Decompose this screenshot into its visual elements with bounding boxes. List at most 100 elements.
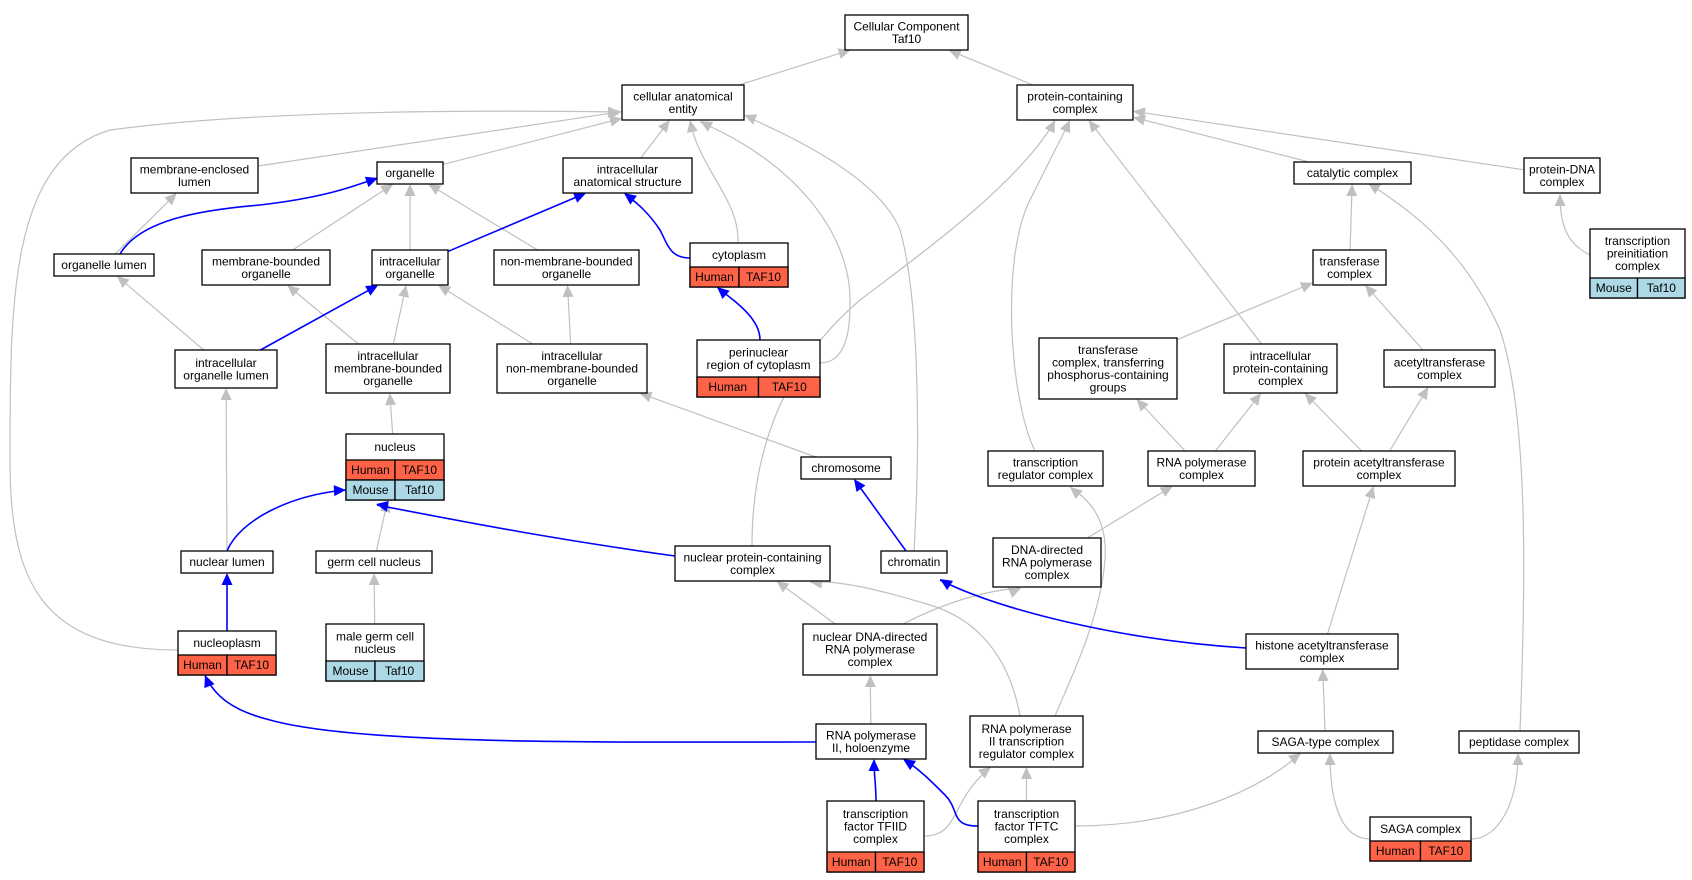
node-label-line: chromatin	[888, 555, 941, 569]
edge-line	[1369, 183, 1525, 732]
edges-layer	[9, 48, 1591, 840]
edge-arrowhead	[686, 120, 698, 133]
edge-line	[567, 294, 572, 345]
edge-line	[446, 289, 534, 345]
node-label-line: organelle	[542, 267, 592, 281]
edge-arrowhead	[1060, 120, 1071, 134]
node-organelle[interactable]: organelle	[376, 161, 444, 185]
node-label-line: RNA polymerase	[1156, 455, 1246, 469]
node-peptidase[interactable]: peptidase complex	[1458, 730, 1580, 754]
edge-arrowhead	[624, 193, 637, 205]
node-saga-type[interactable]: SAGA-type complex	[1257, 730, 1394, 754]
node-nuc-lumen[interactable]: nuclear lumen	[180, 550, 274, 574]
edge-arrowhead	[609, 115, 622, 127]
edge-chromatin-to-chromosome	[853, 479, 907, 552]
edge-line	[689, 120, 739, 244]
node-germ-nucleus[interactable]: germ cell nucleus	[315, 550, 433, 574]
gene-label: Taf10	[405, 483, 435, 497]
edge-arrowhead	[1044, 120, 1055, 134]
node-label-line: factor TFTC	[995, 820, 1059, 834]
edge-line	[1311, 399, 1363, 452]
node-box	[1147, 450, 1256, 487]
node-box	[315, 550, 433, 574]
node-org-lumen[interactable]: organelle lumen	[53, 253, 155, 277]
edge-arrowhead	[380, 184, 394, 196]
node-label-line: complex	[1179, 468, 1224, 482]
node-chromatin[interactable]: chromatin	[880, 550, 948, 574]
edge-ic_nonmem_org-to-ic_org	[438, 285, 534, 345]
edge-line	[9, 110, 621, 651]
node-chromosome[interactable]: chromosome	[800, 456, 892, 480]
edge-arrowhead	[608, 106, 620, 118]
edge-arrowhead	[1159, 486, 1173, 497]
edge-perinuclear-to-cytoplasm	[717, 287, 761, 341]
edge-chromatin-to-cell_anat	[744, 114, 919, 552]
node-label-line: entity	[669, 102, 698, 116]
edge-cytoplasm-to-cell_anat	[686, 120, 739, 244]
edge-tftc-to-rnap2_tr	[1021, 767, 1032, 801]
node-box	[1383, 349, 1496, 388]
edge-perinuclear-to-cell_anat	[699, 121, 851, 364]
node-box	[1523, 157, 1601, 194]
node-catalytic[interactable]: catalytic complex	[1293, 161, 1412, 185]
edge-line	[738, 52, 842, 86]
edge-arrowhead	[572, 192, 587, 203]
edge-line	[260, 289, 370, 351]
node-label-line: nuclear lumen	[189, 555, 264, 569]
node-ic-nonmem-org[interactable]: intracellularnon-membrane-boundedorganel…	[496, 343, 648, 394]
node-label-line: catalytic complex	[1307, 166, 1398, 180]
node-label-line: perinuclear	[729, 345, 788, 359]
node-label-line: groups	[1090, 380, 1127, 394]
edge-arrowhead	[368, 573, 380, 586]
species-label: Human	[983, 855, 1022, 869]
edge-ic_org-to-organelle	[404, 184, 416, 250]
edge-line	[1142, 119, 1310, 163]
edge-dna_rnap-to-rnap	[1086, 486, 1173, 539]
node-label-line: anatomical structure	[573, 175, 681, 189]
gene-cell	[394, 479, 445, 501]
node-label-line: SAGA-type complex	[1271, 735, 1379, 749]
species-label: Mouse	[332, 664, 368, 678]
node-box	[1458, 730, 1580, 754]
edge-arrowhead	[1554, 194, 1566, 206]
node-label-line: complex	[1540, 175, 1585, 189]
node-label-line: complex	[853, 832, 898, 846]
edge-line	[389, 402, 394, 435]
edge-arrowhead	[1249, 393, 1262, 406]
gene-label: TAF10	[746, 270, 781, 284]
species-label: Mouse	[352, 483, 388, 497]
